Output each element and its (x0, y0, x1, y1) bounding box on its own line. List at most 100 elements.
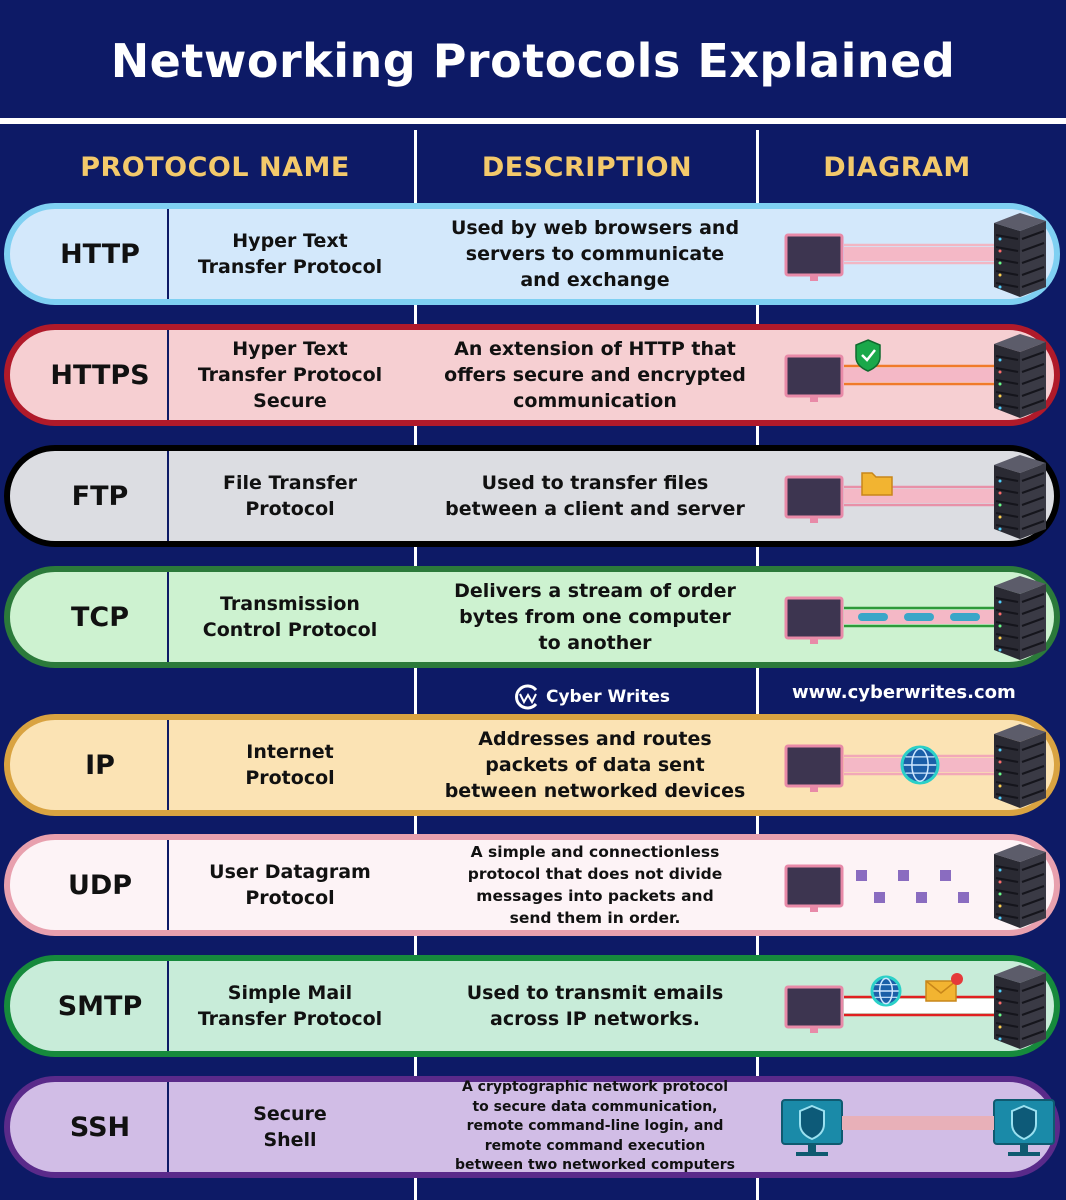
full-name-line: Hyper Text (232, 230, 348, 252)
protocol-abbreviation: SSH (69, 1111, 131, 1143)
server-icon (994, 724, 1046, 808)
client-computer-icon (784, 475, 844, 523)
server-icon (994, 844, 1046, 928)
brand-logo-text: Cyber Writes (546, 687, 670, 707)
row-separator (167, 330, 169, 420)
protocol-abbreviation: TCP (70, 601, 130, 633)
packet-square (940, 870, 951, 881)
full-name-line: Protocol (245, 498, 335, 520)
diagram-tcp (784, 576, 1046, 660)
protocol-diagram (768, 572, 1058, 662)
server-icon (994, 213, 1046, 297)
server-icon (994, 576, 1046, 660)
protocol-abbreviation: FTP (71, 480, 129, 512)
protocol-diagram (768, 330, 1058, 420)
connection-lines (844, 243, 994, 265)
protocol-description: Addresses and routes packets of data sent… (430, 720, 760, 810)
full-name-line: User Datagram (209, 861, 371, 883)
connection-line (842, 1116, 994, 1130)
globe-icon (870, 975, 902, 1007)
description-line: An extension of HTTP that (454, 338, 736, 360)
description-line: Delivers a stream of order (454, 580, 736, 602)
protocol-abbreviation: HTTPS (50, 359, 150, 391)
header-protocol-name: PROTOCOL NAME (80, 152, 350, 183)
packet-square (874, 892, 885, 903)
client-computer-icon (784, 354, 844, 402)
row-separator (167, 1082, 169, 1172)
description-line: between two networked computers (455, 1157, 735, 1174)
description-line: Used by web browsers and (450, 217, 740, 239)
full-name-line: Protocol (245, 887, 335, 909)
description-line: messages into packets and (476, 887, 714, 905)
packet-square (898, 870, 909, 881)
row-separator (167, 209, 169, 299)
full-name-line: Transfer Protocol (197, 364, 383, 386)
cyber-writes-logo-icon (515, 684, 538, 710)
protocol-diagram (768, 1082, 1058, 1172)
full-name-line: Internet (246, 741, 334, 763)
description-line: offers secure and encrypted (444, 364, 746, 386)
mail-icon (925, 973, 963, 1002)
full-name-line: Control Protocol (202, 619, 378, 641)
full-name-line: Secure (253, 1103, 327, 1125)
description-line: remote command-line login, and (466, 1118, 724, 1135)
connection-lines (844, 995, 994, 1017)
client-computer-icon (784, 744, 844, 792)
full-name-line: Secure (253, 390, 327, 412)
row-separator (167, 840, 169, 930)
packet-square (958, 892, 969, 903)
full-name-line: File Transfer (223, 472, 357, 494)
shield-check-icon (855, 339, 881, 372)
full-name-line: Transmission (220, 593, 360, 615)
description-line: between networked devices (444, 780, 746, 802)
diagram-ftp (784, 455, 1046, 539)
packet-square (916, 892, 927, 903)
protocol-abbreviation: UDP (67, 869, 133, 901)
header-description: DESCRIPTION (481, 152, 693, 183)
description-line: Used to transmit emails (466, 982, 724, 1004)
client-computer-icon (784, 233, 844, 281)
row-separator (167, 572, 169, 662)
full-name-line: Shell (263, 1129, 317, 1151)
secure-computer-icon (781, 1099, 843, 1156)
description-line: to secure data communication, (472, 1098, 718, 1115)
client-computer-icon (784, 596, 844, 644)
client-computer-icon (784, 864, 844, 912)
description-line: packets of data sent (485, 754, 705, 776)
title-bar: Networking Protocols Explained (0, 0, 1066, 124)
description-line: Addresses and routes (478, 728, 712, 750)
protocol-abbreviation: HTTP (60, 238, 140, 270)
full-name-line: Simple Mail (227, 982, 353, 1004)
description-line: and exchange (520, 269, 670, 291)
full-name-line: Transfer Protocol (197, 1008, 383, 1030)
description-line: A simple and connectionless (470, 843, 720, 861)
protocol-diagram (768, 840, 1058, 930)
packet-dash (950, 613, 980, 621)
packet-dash (858, 613, 888, 621)
client-computer-icon (784, 985, 844, 1033)
diagram-https (784, 334, 1046, 418)
packet-square (856, 870, 867, 881)
globe-icon (900, 745, 940, 785)
diagram-http (784, 213, 1046, 297)
description-line: send them in order. (509, 909, 681, 927)
server-icon (994, 334, 1046, 418)
protocol-diagram (768, 961, 1058, 1051)
